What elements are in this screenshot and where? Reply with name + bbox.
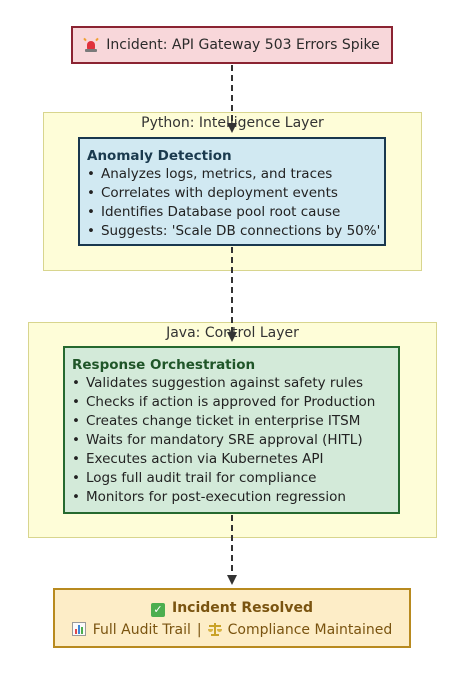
anomaly-detection-list: Analyzes logs, metrics, and traces Corre… <box>87 165 384 241</box>
response-orchestration-list: Validates suggestion against safety rule… <box>72 374 398 507</box>
list-item: Checks if action is approved for Product… <box>72 393 398 412</box>
resolved-title: Incident Resolved <box>172 600 313 616</box>
response-orchestration-box: Response Orchestration Validates suggest… <box>63 346 400 514</box>
list-item: Creates change ticket in enterprise ITSM <box>72 412 398 431</box>
anomaly-detection-box: Anomaly Detection Analyzes logs, metrics… <box>78 137 386 246</box>
bar-chart-icon <box>71 622 86 636</box>
incident-resolved-node: ✓ Incident Resolved Full Audit Trail | Com… <box>53 588 411 648</box>
anomaly-detection-title: Anomaly Detection <box>87 148 232 164</box>
resolved-title-row: ✓ Incident Resolved <box>55 598 409 618</box>
resolved-subtitle-row: Full Audit Trail | Compliance Maintained <box>55 620 409 640</box>
list-item: Correlates with deployment events <box>87 184 384 203</box>
list-item: Logs full audit trail for compliance <box>72 469 398 488</box>
incident-node: Incident: API Gateway 503 Errors Spike <box>71 26 393 64</box>
list-item: Analyzes logs, metrics, and traces <box>87 165 384 184</box>
list-item: Suggests: 'Scale DB connections by 50%' <box>87 222 384 241</box>
list-item: Validates suggestion against safety rule… <box>72 374 398 393</box>
siren-icon <box>83 37 100 52</box>
list-item: Executes action via Kubernetes API <box>72 450 398 469</box>
separator: | <box>196 622 202 638</box>
scales-icon <box>207 622 222 636</box>
compliance-label: Compliance Maintained <box>227 622 393 638</box>
list-item: Monitors for post-execution regression <box>72 488 398 507</box>
audit-trail-label: Full Audit Trail <box>92 622 191 638</box>
response-orchestration-title: Response Orchestration <box>72 357 256 373</box>
list-item: Waits for mandatory SRE approval (HITL) <box>72 431 398 450</box>
incident-label: Incident: API Gateway 503 Errors Spike <box>106 37 380 53</box>
check-icon: ✓ <box>151 603 165 617</box>
list-item: Identifies Database pool root cause <box>87 203 384 222</box>
